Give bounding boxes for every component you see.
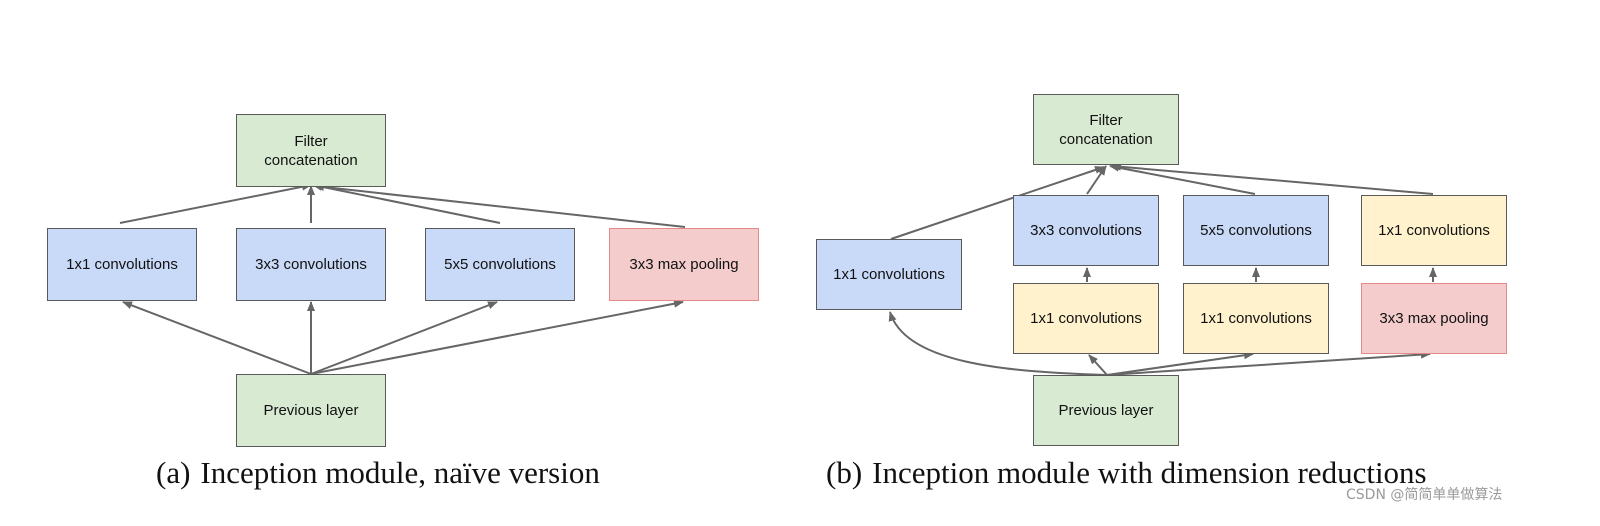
a-5x5-convolutions: 5x5 convolutions	[425, 228, 575, 301]
a-previous-layer: Previous layer	[236, 374, 386, 447]
edge-b-1x1-to-concat	[890, 166, 1105, 240]
edge-b-prev-to-pool	[1106, 350, 1431, 376]
caption-a: (a) Inception module, naïve version	[156, 455, 600, 491]
caption-a-text: Inception module, naïve version	[200, 455, 600, 490]
edge-b-prev-to-1x1	[888, 311, 1108, 376]
edge-b-3x3-to-concat	[1086, 165, 1107, 195]
edge-a-prev-to-1x1	[122, 301, 312, 375]
b-3x3-convolutions: 3x3 convolutions	[1013, 195, 1159, 266]
b-1x1-reduction-for-3x3: 1x1 convolutions	[1013, 283, 1159, 354]
b-5x5-convolutions: 5x5 convolutions	[1183, 195, 1329, 266]
b-filter-concatenation: Filter concatenation	[1033, 94, 1179, 165]
edge-a-pool-to-concat	[314, 183, 686, 228]
a-filter-concatenation: Filter concatenation	[236, 114, 386, 187]
csdn-watermark: CSDN @简简单单做算法	[1346, 487, 1503, 503]
b-3x3-max-pooling: 3x3 max pooling	[1361, 283, 1507, 354]
caption-a-tag: (a)	[156, 455, 191, 490]
edge-a-1x1-to-concat	[119, 182, 312, 224]
b-1x1-reduction-for-5x5: 1x1 convolutions	[1183, 283, 1329, 354]
a-3x3-max-pooling: 3x3 max pooling	[609, 228, 759, 301]
a-3x3-convolutions: 3x3 convolutions	[236, 228, 386, 301]
caption-b-tag: (b)	[826, 455, 863, 490]
edge-b-5x5-to-concat	[1109, 163, 1256, 195]
a-1x1-convolutions: 1x1 convolutions	[47, 228, 197, 301]
edge-b-pool1x1-to-concat	[1111, 162, 1434, 195]
b-1x1-convolutions-left: 1x1 convolutions	[816, 239, 962, 310]
edge-b-prev-to-reduce-a	[1088, 354, 1108, 376]
edge-a-5x5-to-concat	[312, 182, 501, 224]
caption-b: (b) Inception module with dimension reduc…	[826, 455, 1427, 491]
edge-a-prev-to-pool	[310, 299, 684, 375]
b-1x1-convolutions-top-right: 1x1 convolutions	[1361, 195, 1507, 266]
edge-a-prev-to-5x5	[310, 301, 498, 375]
edge-b-prev-to-reduce-b	[1106, 351, 1254, 376]
b-previous-layer: Previous layer	[1033, 375, 1179, 446]
caption-b-text: Inception module with dimension reductio…	[872, 455, 1427, 490]
